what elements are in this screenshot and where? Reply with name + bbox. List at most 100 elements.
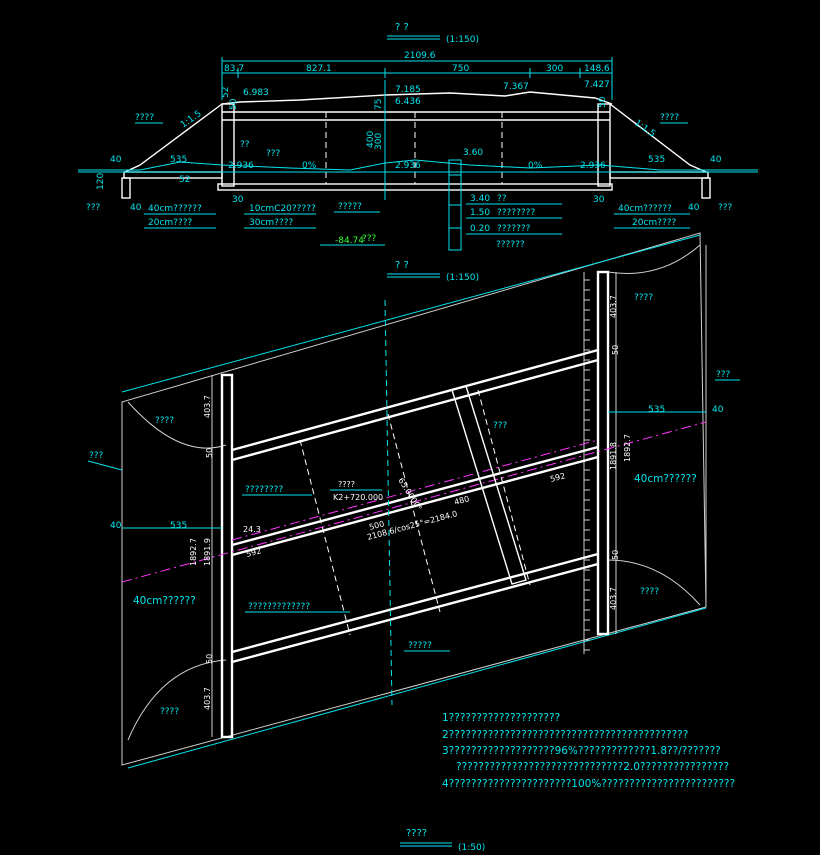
dim-243: 24.3 [243,525,261,534]
cross-section-title: ? ? [395,22,409,33]
dim-50-left: 50 [229,98,239,110]
dim-18927-left: 1892.7 [189,538,198,566]
total-width-text: 2109.6 [404,51,436,61]
layer-40cm-right: 40cm?????? [618,204,672,214]
bore-020-label: ??????? [497,224,531,234]
elev-center-top: 7.185 [395,85,421,95]
left-edge-leader [87,460,123,471]
plan-40cm-right: 40cm?????? [634,473,697,485]
right-tick-ruler [583,272,590,654]
elev-center-mid: 6.436 [395,97,421,107]
dim-52: 52 [221,87,231,98]
dim-535-left: 535 [170,155,187,165]
right-footing-toe [701,177,711,199]
right-wall [597,103,611,187]
dim-4037-bl: 403.7 [203,687,212,710]
dim-4037-tl: 403.7 [203,395,212,418]
dim-480: 480 [453,494,470,507]
slope-right-text: 1:1.5 [632,118,657,139]
bore-340: 3.40 [470,194,490,204]
dim-500: 500 [368,519,385,532]
cell-wall-1b [231,358,599,462]
bore-150-label: ???????? [497,208,535,218]
dim-592-right: 592 [549,471,566,484]
dim-50-tr: 50 [611,345,620,355]
plan-40cm-left: 40cm?????? [133,595,196,607]
dim-40-bottom-right: 40 [688,203,700,213]
plan-drawing: ???? ???? ???? ???? ??? ??? 403.7 403.7 … [87,232,740,769]
plan-road-axis [384,299,393,706]
dim-18919-left: 1891.9 [203,538,212,566]
dim-30-right: 30 [593,195,605,205]
dim-4037-br: 403.7 [609,587,618,610]
cross-section-title-block: ? ? (1:150) [387,22,479,45]
dim-535-plan-right: 535 [648,405,665,415]
dim-40-bottom-left: 40 [130,203,142,213]
dim-40-plan-right: 40 [712,405,724,415]
right-bottom-label: ??? [718,203,733,213]
left-footing-toe [121,177,131,199]
pct-right: 0% [528,161,543,171]
wing-label-tl: ???? [155,416,174,426]
elev-right-2: 7.427 [584,80,610,90]
layer-40cm-left: 40cm?????? [148,204,202,214]
dim-50-br: 50 [611,550,620,560]
dim-592-left: 592 [245,546,262,559]
note-3-cont: ??????????????????????????????2.0???????… [456,761,729,773]
dim-50-bl: 50 [205,654,214,664]
dim-30-left: 30 [232,195,244,205]
layer-20cm-right: 20cm???? [632,218,676,228]
plan-bottom-label: ????? [408,641,432,651]
pct-left: 0% [302,161,317,171]
left-edge-label: ??? [89,451,104,461]
section-strip [451,385,527,585]
segment-5-text: 148.6 [584,64,610,74]
notes-block: 1???????????????????? 2?????????????????… [442,712,735,790]
long-label: ????????????? [248,602,310,612]
note-4: 4??????????????????????100%?????????????… [442,778,735,790]
cross-section-drawing: 2109.6 83.7 827.1 750 300 148.6 6.983 7.… [78,51,758,251]
dim-50-right: 50 [598,96,608,108]
note-2: 2???????????????????????????????????????… [442,729,688,741]
segment-3-text: 750 [452,64,469,74]
detail-scale: (1:50) [458,843,485,853]
detail-title: ???? [406,828,427,839]
wing-label-br: ???? [640,587,659,597]
elev-360: 3.60 [463,148,483,158]
plan-joint-3 [477,389,531,586]
elev-right-1: 7.367 [503,82,529,92]
dim-400: 400 [366,131,376,148]
bore-150: 1.50 [470,208,490,218]
elev-2936-right: 2.936 [580,161,606,171]
cell-wall-2b [231,455,599,557]
plan-joint-1 [299,439,351,636]
elev-2936-left: 2.936 [228,161,254,171]
dim-40-plan-left: 40 [110,521,122,531]
dim-75: 75 [374,99,384,110]
left-headwall [220,373,234,739]
dim-40-right: 40 [710,155,722,165]
plan-top-edge [121,234,701,393]
bore-020: 0.20 [470,224,490,234]
center-bottom-label: ????? [338,202,362,212]
dim-120: 120 [96,173,106,190]
right-slope-label: ???? [660,113,679,123]
bottom-slab [217,183,613,191]
plan-scale: (1:150) [446,273,479,283]
plan-joint-2 [387,413,441,613]
water-label: ??? [266,149,281,159]
dim-50-tl: 50 [205,448,214,458]
mid-label: ??? [493,421,508,431]
left-slope-label: ???? [135,113,154,123]
layer-10cm: 10cmC20????? [249,204,316,214]
ground-label: ??? [362,234,377,244]
elev-2936-mid: 2.936 [395,161,421,171]
right-headwall [596,270,610,636]
left-wall [221,103,235,187]
cell-wall-3b [231,562,599,664]
segment-2-text: 827.1 [306,64,332,74]
culvert-centerline [231,439,599,541]
layer-20cm-left: 20cm???? [148,218,192,228]
segment-4-text: 300 [546,64,563,74]
ruler-ticks [584,279,590,651]
